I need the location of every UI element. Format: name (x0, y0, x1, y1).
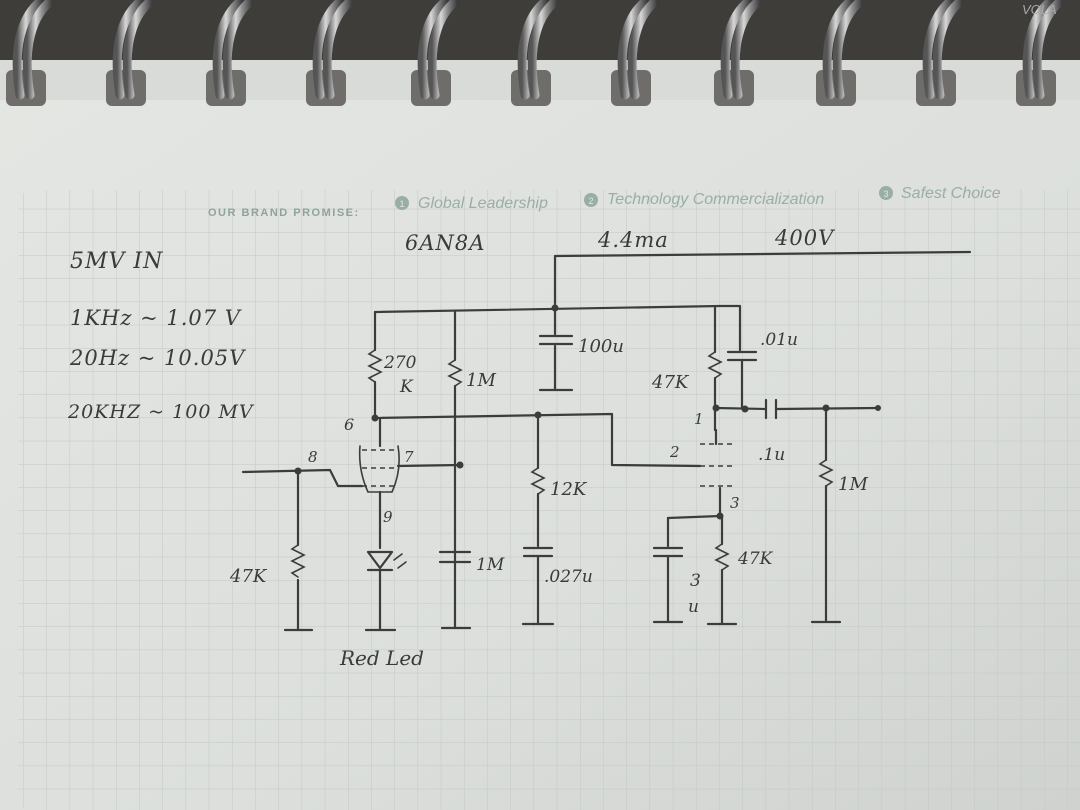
spiral-ring (714, 0, 765, 106)
c-01-label: .01u (760, 330, 798, 350)
r-grid-label: 1M (466, 370, 496, 391)
banner-num-2-icon (584, 193, 598, 207)
measurement-notes: 5MV IN 1KHz ~ 1.07 V 20Hz ~ 10.05V 20KHZ… (67, 249, 255, 423)
r-1m-out-label: 1M (838, 474, 868, 495)
note-20hz: 20Hz ~ 10.05V (69, 346, 246, 370)
pin-2: 2 (669, 443, 680, 461)
spiral-ring (1016, 0, 1067, 106)
schematic-diagram: 100u 270 K 1M 6 7 8 47K 9 (229, 250, 972, 670)
pin-7: 7 (404, 448, 414, 466)
r-plate1-unit: K (399, 377, 414, 397)
r-47k-in-label: 47K (229, 566, 268, 587)
spiral-ring (306, 0, 357, 106)
spiral-ring (611, 0, 662, 106)
svg-text:1: 1 (399, 199, 404, 209)
svg-text:3: 3 (883, 189, 888, 199)
r-12k-label: 12K (550, 479, 588, 500)
corner-text: VOLA (1022, 2, 1057, 17)
pin-3: 3 (730, 494, 740, 512)
c-3u-label-a: 3 (690, 571, 701, 591)
spiral-ring (206, 0, 257, 106)
c-1m-label: 1M (476, 555, 505, 575)
note-input: 5MV IN (70, 249, 163, 274)
led-label: Red Led (339, 646, 424, 670)
c-filter-label: 100u (578, 336, 624, 357)
r-47k-cath-label: 47K (737, 549, 774, 569)
c-027-label: .027u (544, 567, 593, 587)
banner-num-1-icon (395, 196, 409, 210)
pin-1: 1 (694, 410, 704, 428)
spiral-ring (411, 0, 462, 106)
pin-8: 8 (308, 448, 318, 466)
pin-6: 6 (344, 415, 354, 434)
voltage-label: 400V (774, 226, 835, 250)
spiral-ring (916, 0, 967, 106)
banner-num-3-icon (879, 186, 893, 200)
banner-item-3: Safest Choice (901, 185, 1001, 202)
spiral-ring (816, 0, 867, 106)
note-20khz: 20KHZ ~ 100 MV (67, 401, 255, 423)
spiral-ring (106, 0, 157, 106)
banner-item-2: Technology Commercialization (607, 191, 824, 208)
banner-item-1: Global Leadership (418, 195, 548, 212)
banner-lead: OUR BRAND PROMISE: (208, 207, 360, 219)
c-1u-out-label: .1u (758, 445, 785, 465)
brand-banner: OUR BRAND PROMISE: 1 Global Leadership 2… (208, 2, 1057, 219)
spiral-ring (6, 0, 57, 106)
svg-text:2: 2 (588, 196, 593, 206)
tube-label: 6AN8A (405, 231, 485, 255)
note-1khz: 1KHz ~ 1.07 V (70, 306, 242, 330)
spiral-ring (511, 0, 562, 106)
spiral-binding (6, 0, 1067, 106)
current-label: 4.4ma (597, 228, 669, 252)
pin-9: 9 (383, 508, 393, 526)
c-3u-label-b: u (688, 597, 699, 617)
r-47k-top-label: 47K (651, 372, 690, 393)
r-plate1-label: 270 (383, 353, 417, 373)
schematic-header: 6AN8A 4.4ma 400V (405, 226, 835, 255)
